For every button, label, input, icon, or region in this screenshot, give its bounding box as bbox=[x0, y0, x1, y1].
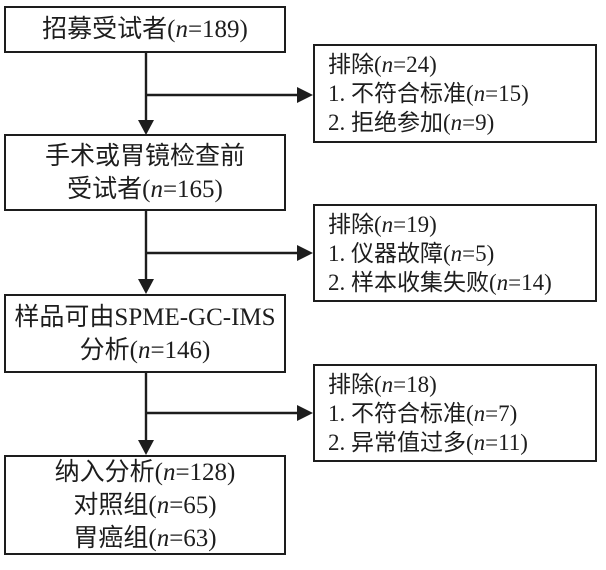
n-symbol: n bbox=[450, 241, 463, 266]
line-suffix: =11) bbox=[485, 430, 528, 455]
n-symbol: n bbox=[137, 336, 151, 364]
line-prefix: 2. 拒绝参加( bbox=[328, 110, 451, 135]
n-symbol: n bbox=[162, 458, 176, 486]
box-excluded-1: 排除(n=24) 1. 不符合标准(n=15) 2. 拒绝参加(n=9) bbox=[313, 44, 597, 143]
box-text-line: 1. 仪器故障(n=5) bbox=[328, 239, 591, 268]
box-text-line: 1. 不符合标准(n=7) bbox=[328, 399, 591, 428]
arrow-right-icon bbox=[297, 245, 313, 261]
arrow-right-icon bbox=[297, 87, 313, 103]
box-text-line: 分析(n=146) bbox=[80, 334, 211, 367]
n-symbol: n bbox=[496, 270, 509, 295]
n-symbol: n bbox=[473, 81, 486, 106]
line-prefix: 对照组( bbox=[73, 491, 157, 519]
box-excluded-2: 排除(n=19) 1. 仪器故障(n=5) 2. 样本收集失败(n=14) bbox=[313, 204, 597, 302]
n-symbol: n bbox=[381, 52, 394, 77]
line-suffix: =65) bbox=[169, 491, 217, 519]
box-text-line: 手术或胃镜检查前 bbox=[44, 142, 245, 170]
n-symbol: n bbox=[156, 524, 170, 552]
arrow-down-icon bbox=[138, 120, 154, 135]
line-suffix: =14) bbox=[508, 270, 552, 295]
n-symbol: n bbox=[450, 110, 463, 135]
box-text-line: 排除(n=18) bbox=[328, 370, 591, 399]
box-text-line: 排除(n=19) bbox=[328, 210, 591, 239]
n-symbol: n bbox=[473, 430, 486, 455]
box-text-line: 2. 异常值过多(n=11) bbox=[328, 428, 591, 457]
box-recruited: 招募受试者(n=189) bbox=[4, 6, 286, 53]
line-prefix: 2. 异常值过多( bbox=[328, 430, 474, 455]
n-symbol: n bbox=[381, 372, 394, 397]
box-text-line: 样品可由SPME-GC-IMS bbox=[14, 303, 276, 331]
arrow-down-icon bbox=[138, 279, 154, 294]
line-prefix: 排除( bbox=[328, 212, 382, 237]
box-text-line: 招募受试者(n=189) bbox=[42, 13, 248, 46]
box-text-line: 胃癌组(n=63) bbox=[73, 522, 216, 555]
line-suffix: =24) bbox=[393, 52, 437, 77]
n-symbol: n bbox=[473, 401, 486, 426]
line-prefix: 1. 仪器故障( bbox=[328, 241, 451, 266]
line-prefix: 分析( bbox=[79, 336, 138, 364]
line-prefix: 1. 不符合标准( bbox=[328, 401, 474, 426]
arrow-right-icon bbox=[297, 405, 313, 421]
line-suffix: =165) bbox=[162, 175, 223, 203]
box-text-line: 排除(n=24) bbox=[328, 50, 591, 79]
box-excluded-3: 排除(n=18) 1. 不符合标准(n=7) 2. 异常值过多(n=11) bbox=[313, 364, 597, 462]
line-prefix: 受试者( bbox=[67, 175, 151, 203]
line-prefix: 胃癌组( bbox=[73, 524, 157, 552]
n-symbol: n bbox=[150, 175, 163, 203]
n-symbol: n bbox=[156, 491, 170, 519]
line-prefix: 2. 样本收集失败( bbox=[328, 270, 497, 295]
line-prefix: 1. 不符合标准( bbox=[328, 81, 474, 106]
box-text-line: 2. 拒绝参加(n=9) bbox=[328, 108, 591, 137]
box-text-line: 受试者(n=165) bbox=[67, 173, 223, 206]
line-prefix: 排除( bbox=[328, 372, 382, 397]
line-suffix: =15) bbox=[485, 81, 529, 106]
line-suffix: =63) bbox=[169, 524, 217, 552]
line-prefix: 排除( bbox=[328, 52, 382, 77]
box-pre-exam-subjects: 手术或胃镜检查前 受试者(n=165) bbox=[4, 134, 286, 211]
box-text-line: 2. 样本收集失败(n=14) bbox=[328, 268, 591, 297]
line-suffix: =18) bbox=[393, 372, 437, 397]
box-text-line: 对照组(n=65) bbox=[73, 489, 216, 522]
line-suffix: =189) bbox=[187, 16, 248, 43]
line-suffix: =5) bbox=[462, 241, 495, 266]
box-text-line: 纳入分析(n=128) bbox=[55, 456, 236, 489]
line-suffix: =19) bbox=[393, 212, 437, 237]
arrow-down-icon bbox=[138, 440, 154, 455]
line-prefix: 纳入分析( bbox=[54, 458, 163, 486]
box-included-analysis: 纳入分析(n=128) 对照组(n=65) 胃癌组(n=63) bbox=[4, 455, 286, 555]
n-symbol: n bbox=[175, 16, 188, 43]
box-text-line: 1. 不符合标准(n=15) bbox=[328, 79, 591, 108]
line-suffix: =146) bbox=[150, 336, 211, 364]
box-spme-analyzable: 样品可由SPME-GC-IMS 分析(n=146) bbox=[4, 294, 286, 373]
line-suffix: =7) bbox=[485, 401, 518, 426]
line-suffix: =9) bbox=[462, 110, 495, 135]
line-suffix: =128) bbox=[175, 458, 236, 486]
n-symbol: n bbox=[381, 212, 394, 237]
line-prefix: 招募受试者( bbox=[42, 16, 176, 43]
